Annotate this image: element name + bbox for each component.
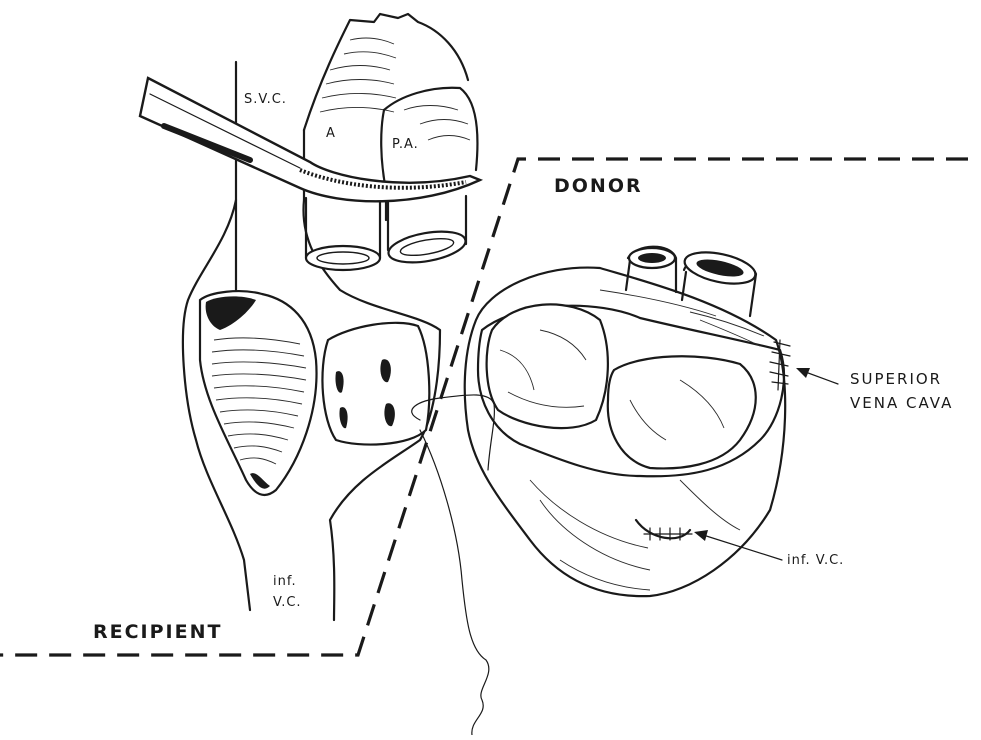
label-svc: S.V.C. — [244, 92, 287, 107]
label-superior-vena-cava-1: SUPERIOR — [850, 370, 942, 388]
label-inf-vc-recipient-2: V.C. — [273, 595, 302, 610]
pa-stump — [386, 196, 468, 268]
recipient-aorta — [304, 14, 468, 190]
donor-heart — [465, 247, 790, 596]
aortic-stump — [306, 198, 380, 270]
recipient-heart — [140, 14, 480, 620]
label-inf-vc-donor: inf. V.C. — [787, 553, 844, 568]
label-aorta: A — [326, 126, 336, 141]
aorta-hatching — [320, 38, 396, 112]
separator-line — [0, 159, 968, 655]
ivc-pointer — [694, 530, 782, 560]
label-inf-vc-recipient-1: inf. — [273, 574, 297, 589]
svc-pointer — [796, 368, 838, 384]
label-superior-vena-cava-2: VENA CAVA — [850, 394, 953, 412]
label-recipient: RECIPIENT — [93, 621, 222, 643]
label-donor: DONOR — [554, 175, 643, 197]
label-pulmonary-artery: P.A. — [392, 137, 419, 152]
